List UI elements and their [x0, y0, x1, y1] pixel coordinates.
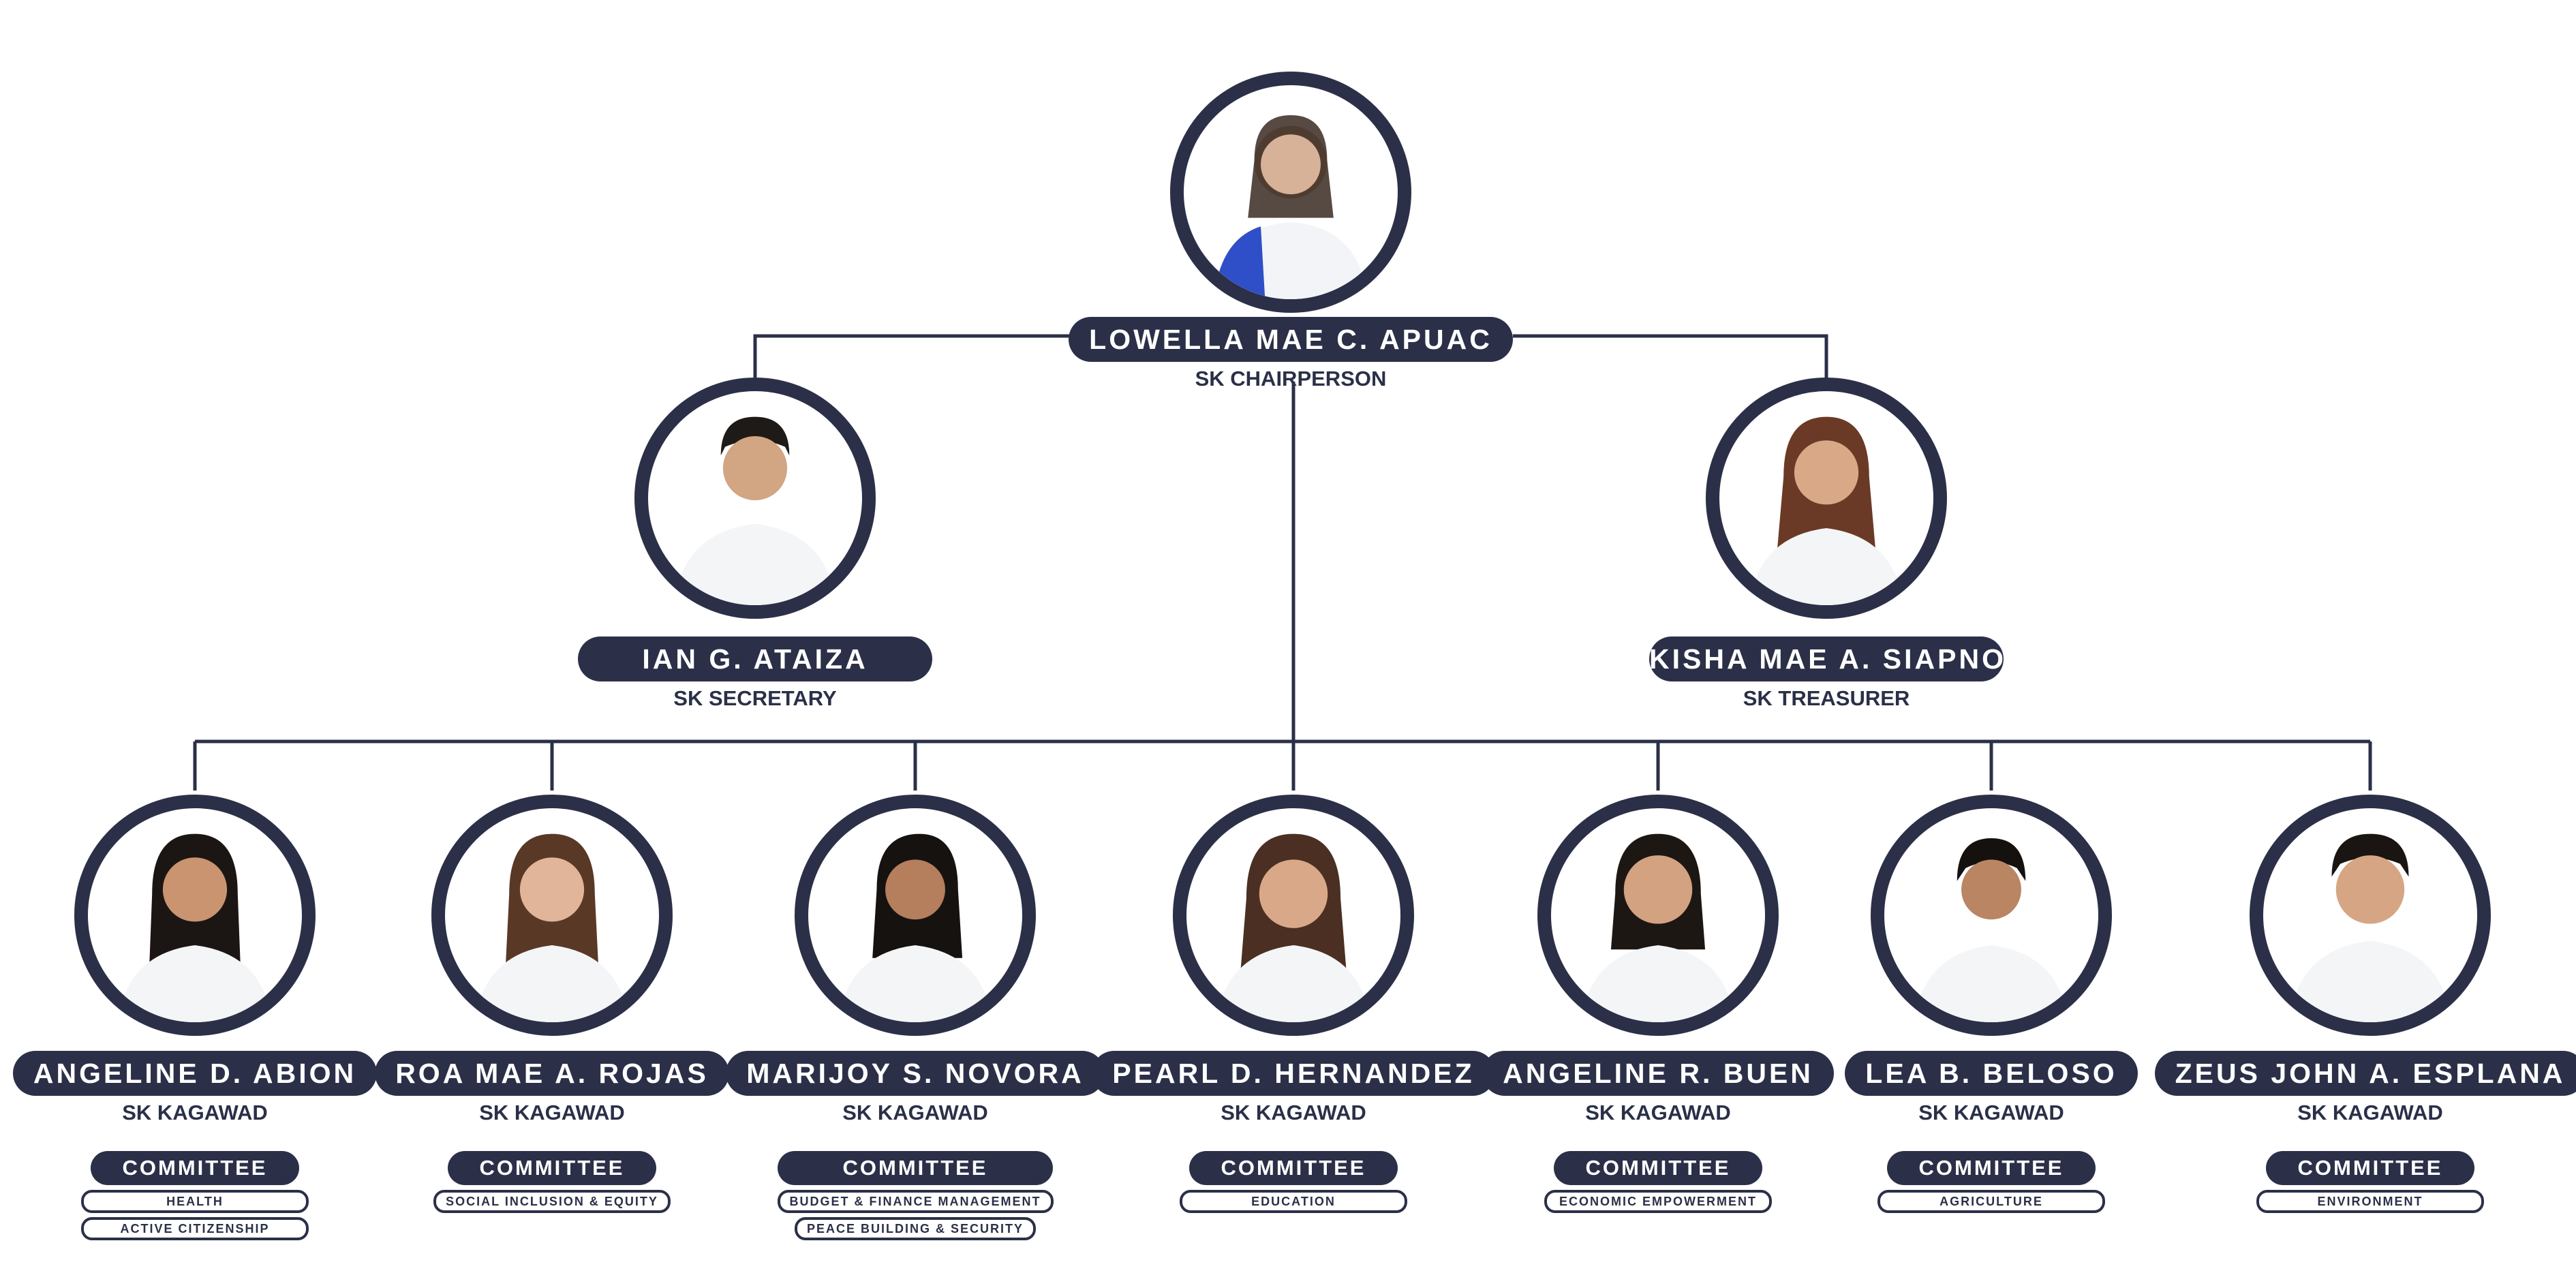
kagawad-name: ANGELINE R. BUEN	[1482, 1051, 1834, 1096]
person-portrait-icon	[117, 833, 273, 1022]
committee-label: COMMITTEE	[91, 1151, 299, 1185]
secretary-photo	[634, 378, 876, 619]
person-portrait-icon	[1216, 833, 1371, 1022]
secretary-name: IAN G. ATAIZA	[578, 637, 932, 681]
kagawad-name: ROA MAE A. ROJAS	[375, 1051, 729, 1096]
chairperson-name: LOWELLA MAE C. APUAC	[1069, 317, 1513, 362]
kagawad-role: SK KAGAWAD	[122, 1101, 268, 1124]
kagawad-role: SK KAGAWAD	[842, 1101, 988, 1124]
person-portrait-icon	[838, 833, 993, 1022]
person-portrait-icon	[1580, 833, 1736, 1022]
kagawad-card-1: ANGELINE D. ABION SK KAGAWAD COMMITTEE H…	[0, 795, 399, 1244]
person-portrait-icon	[1213, 114, 1368, 299]
person-portrait-icon	[1914, 838, 2069, 1022]
connector-chair-treasurer	[1513, 334, 1828, 378]
kagawad-card-6: LEA B. BELOSO SK KAGAWAD COMMITTEE AGRIC…	[1787, 795, 2196, 1217]
committee-tag: SOCIAL INCLUSION & EQUITY	[433, 1190, 671, 1213]
secretary-card: IAN G. ATAIZA SK SECRETARY	[551, 378, 960, 711]
kagawad-photo	[795, 795, 1036, 1036]
chairperson-card: LOWELLA MAE C. APUAC SK CHAIRPERSON	[1069, 72, 1513, 391]
treasurer-name: KISHA MAE A. SIAPNO	[1649, 637, 2004, 681]
kagawad-photo	[1537, 795, 1779, 1036]
kagawad-photo	[1173, 795, 1414, 1036]
committee-tag: ENVIRONMENT	[2256, 1190, 2484, 1213]
kagawad-card-5: ANGELINE R. BUEN SK KAGAWAD COMMITTEE EC…	[1454, 795, 1862, 1217]
committee-label: COMMITTEE	[1189, 1151, 1398, 1185]
committee-tag: ACTIVE CITIZENSHIP	[81, 1217, 309, 1240]
committee-label: COMMITTEE	[448, 1151, 656, 1185]
kagawad-photo	[74, 795, 316, 1036]
kagawad-photo	[2250, 795, 2491, 1036]
person-portrait-icon	[1749, 416, 1904, 605]
kagawad-photo	[1871, 795, 2112, 1036]
kagawad-name: ANGELINE D. ABION	[12, 1051, 378, 1096]
secretary-role: SK SECRETARY	[673, 686, 837, 710]
committee-tag: BUDGET & FINANCE MANAGEMENT	[777, 1190, 1054, 1213]
person-portrait-icon	[474, 833, 630, 1022]
kagawad-photo	[431, 795, 673, 1036]
committee-tag: HEALTH	[81, 1190, 309, 1213]
chairperson-photo	[1170, 72, 1411, 313]
person-portrait-icon	[673, 416, 837, 605]
kagawad-name: MARIJOY S. NOVORA	[726, 1051, 1105, 1096]
committee-label: COMMITTEE	[1887, 1151, 2096, 1185]
kagawad-name: LEA B. BELOSO	[1845, 1051, 2138, 1096]
kagawad-role: SK KAGAWAD	[1918, 1101, 2064, 1124]
committee-tag: ECONOMIC EMPOWERMENT	[1544, 1190, 1772, 1213]
kagawad-card-7: ZEUS JOHN A. ESPLANA SK KAGAWAD COMMITTE…	[2154, 795, 2576, 1217]
treasurer-card: KISHA MAE A. SIAPNO SK TREASURER	[1622, 378, 2031, 711]
kagawad-card-2: ROA MAE A. ROJAS SK KAGAWAD COMMITTEE SO…	[348, 795, 756, 1217]
kagawad-card-4: PEARL D. HERNANDEZ SK KAGAWAD COMMITTEE …	[1089, 795, 1498, 1217]
treasurer-role: SK TREASURER	[1743, 686, 1910, 710]
kagawad-name: PEARL D. HERNANDEZ	[1092, 1051, 1495, 1096]
committee-tag: AGRICULTURE	[1877, 1190, 2105, 1213]
committee-tag: PEACE BUILDING & SECURITY	[794, 1217, 1037, 1240]
committee-tag: EDUCATION	[1180, 1190, 1407, 1213]
connector-chair-secretary	[753, 334, 1073, 378]
kagawad-role: SK KAGAWAD	[1221, 1101, 1366, 1124]
kagawad-role: SK KAGAWAD	[479, 1101, 625, 1124]
committee-label: COMMITTEE	[778, 1151, 1053, 1185]
kagawad-name: ZEUS JOHN A. ESPLANA	[2154, 1051, 2576, 1096]
committee-label: COMMITTEE	[2266, 1151, 2474, 1185]
kagawad-card-3: MARIJOY S. NOVORA SK KAGAWAD COMMITTEE B…	[711, 795, 1120, 1244]
person-portrait-icon	[2288, 833, 2452, 1022]
treasurer-photo	[1706, 378, 1947, 619]
chairperson-role: SK CHAIRPERSON	[1195, 367, 1387, 390]
kagawad-role: SK KAGAWAD	[1585, 1101, 1731, 1124]
kagawad-role: SK KAGAWAD	[2297, 1101, 2443, 1124]
committee-label: COMMITTEE	[1554, 1151, 1762, 1185]
